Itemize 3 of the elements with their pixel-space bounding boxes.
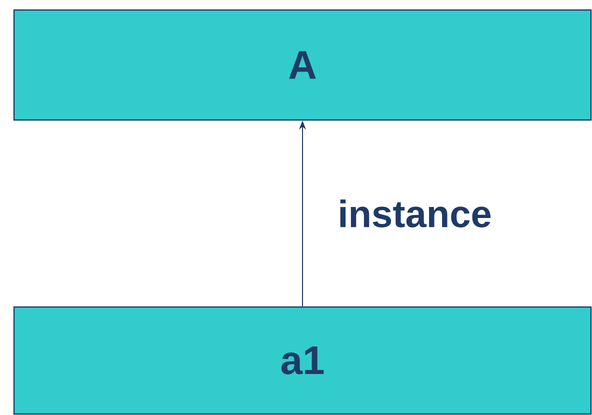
edge-label: instance (340, 200, 491, 228)
class-box: A (13, 9, 592, 121)
class-box: a1 (13, 306, 592, 415)
